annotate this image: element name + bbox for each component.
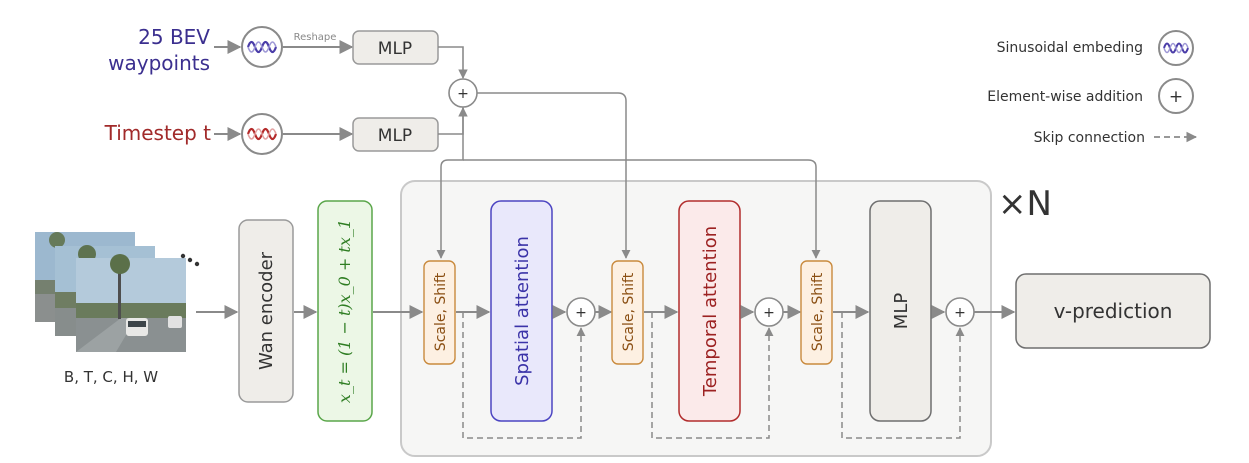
- v-prediction-block: [1015, 273, 1211, 349]
- addition-mlp-icon: +: [945, 297, 975, 327]
- scale-shift-block-3: [800, 260, 833, 365]
- mlp-waypoints-label: MLP: [378, 39, 412, 59]
- spatial-attention-block: [490, 200, 553, 422]
- sinusoidal-embedding-waypoints-icon: [241, 26, 283, 68]
- flow-interpolation-block: [317, 200, 373, 422]
- svg-text:+: +: [457, 86, 469, 102]
- wan-encoder-label: Wan encoder: [256, 251, 277, 370]
- scale-shift-label-3: Scale, Shift: [810, 272, 826, 351]
- svg-text:+: +: [954, 305, 966, 321]
- waypoints-label-line1: 25 BEV: [138, 25, 210, 49]
- legend-addition-icon: +: [1158, 78, 1194, 114]
- addition-temporal-icon: +: [754, 297, 784, 327]
- wan-encoder-block: [238, 219, 294, 403]
- spatial-attention-label: Spatial attention: [512, 236, 533, 386]
- scale-shift-label-2: Scale, Shift: [621, 272, 637, 351]
- flow-interpolation-formula: x_t = (1 − t)x_0 + tx_1: [335, 219, 354, 403]
- repeat-n-label: ×N: [998, 184, 1052, 224]
- input-frames-image: [35, 232, 200, 352]
- addition-spatial-icon: +: [566, 297, 596, 327]
- scale-shift-block-1: [423, 260, 456, 365]
- scale-shift-block-2: [611, 260, 644, 365]
- svg-text:+: +: [763, 305, 775, 321]
- timestep-label: Timestep t: [104, 121, 212, 145]
- mlp-timestep-label: MLP: [378, 126, 412, 146]
- v-prediction-label: v-prediction: [1054, 299, 1173, 323]
- legend: Sinusoidal embeding Element-wise additio…: [987, 30, 1198, 146]
- temporal-attention-label: Temporal attention: [700, 226, 721, 397]
- scale-shift-label-1: Scale, Shift: [433, 272, 449, 351]
- sinusoidal-embedding-timestep-icon: [241, 113, 283, 155]
- legend-skip-label: Skip connection: [1034, 130, 1145, 146]
- legend-sinusoidal-label: Sinusoidal embeding: [997, 40, 1143, 56]
- reshape-label: Reshape: [294, 32, 337, 43]
- temporal-attention-block: [678, 200, 741, 422]
- legend-sinusoidal-icon: [1158, 30, 1194, 66]
- svg-text:+: +: [575, 305, 587, 321]
- mlp-main-block: [869, 200, 932, 422]
- svg-text:+: +: [1169, 87, 1183, 107]
- waypoints-label-line2: waypoints: [108, 51, 210, 75]
- mlp-main-label: MLP: [891, 293, 912, 330]
- frames-dimensions-label: B, T, C, H, W: [64, 368, 158, 386]
- addition-conditioning-icon: +: [448, 78, 478, 108]
- legend-addition-label: Element-wise addition: [987, 89, 1143, 105]
